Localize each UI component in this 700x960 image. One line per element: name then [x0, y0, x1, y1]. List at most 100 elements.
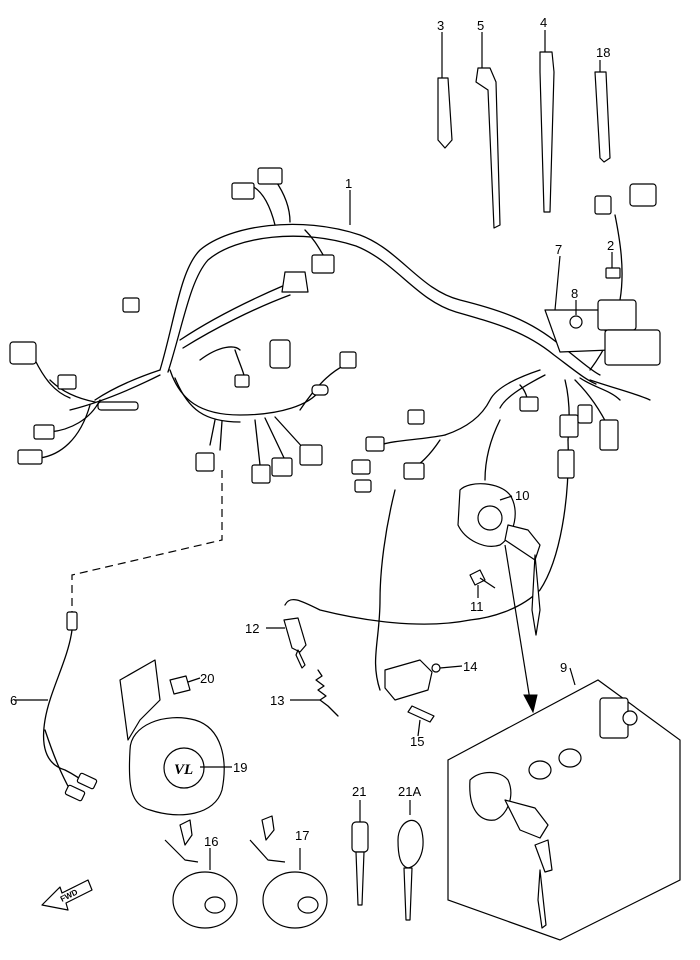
spring-13 [315, 669, 339, 717]
callout-4: 4 [540, 15, 547, 30]
connector [629, 183, 657, 207]
connector [257, 167, 283, 185]
key-21 [351, 821, 369, 906]
key-blade [403, 867, 413, 921]
switch-body [384, 659, 433, 701]
key-21a [397, 819, 424, 921]
callout-14: 14 [463, 659, 477, 674]
connector [311, 384, 329, 396]
connector [354, 479, 372, 493]
connector [17, 449, 43, 465]
callout-13: 13 [270, 693, 284, 708]
callout-8: 8 [571, 286, 578, 301]
connector [33, 424, 55, 440]
connector [66, 611, 78, 631]
wire-sleeve [97, 401, 139, 411]
horn-center [163, 747, 205, 789]
wiring-harness [34, 179, 651, 691]
callout-7: 7 [555, 242, 562, 257]
clamp-3 [437, 77, 453, 149]
tie-4 [539, 51, 555, 213]
fuse-box-assembly [544, 267, 661, 366]
callout-leaders [14, 30, 613, 870]
callout-12: 12 [245, 621, 259, 636]
fuse-box-body [604, 329, 661, 366]
horn-16-body [172, 871, 238, 929]
key [534, 839, 553, 873]
key-head [397, 819, 424, 869]
horn-bracket [119, 659, 161, 741]
connector [407, 409, 425, 425]
key-blade [355, 851, 365, 906]
screw-11 [469, 569, 496, 589]
horn-logo: VL [174, 762, 193, 778]
leader-line [71, 470, 223, 612]
key-head [351, 821, 369, 853]
clamps-and-ties [437, 51, 611, 229]
key-blade [537, 869, 547, 929]
callout-9: 9 [560, 660, 567, 675]
rubber-boot [281, 271, 309, 293]
connector [557, 449, 575, 479]
callout-20: 20 [200, 671, 214, 686]
connector [559, 414, 579, 438]
connector [271, 457, 293, 477]
callout-2: 2 [607, 238, 614, 253]
horn-17-body [262, 871, 328, 929]
ignition-lock [469, 771, 512, 821]
clamp-18 [594, 71, 611, 163]
tie-5 [475, 67, 501, 229]
connector [64, 784, 86, 802]
connector [57, 374, 77, 390]
connector [231, 182, 255, 200]
callout-18: 18 [596, 45, 610, 60]
harness-connectors [9, 167, 657, 493]
ignition-cylinder [477, 505, 503, 531]
callout-1: 1 [345, 176, 352, 191]
callout-17: 17 [295, 828, 309, 843]
connector [311, 254, 335, 274]
lock-set-frame [447, 679, 681, 941]
connector [339, 351, 357, 369]
horn-17 [249, 815, 328, 929]
connector [351, 459, 371, 475]
bolt-20 [169, 675, 191, 695]
horn-19: VL [119, 659, 225, 816]
screw-15 [407, 705, 435, 723]
connector [269, 339, 291, 369]
connector [299, 444, 323, 466]
horn-mount [261, 815, 275, 841]
forward-direction-arrow: FWD [41, 879, 93, 911]
callout-21a: 21A [398, 784, 421, 799]
callout-16: 16 [204, 834, 218, 849]
screw-8 [569, 315, 583, 329]
connector [76, 772, 98, 790]
connector [251, 464, 271, 484]
connector [234, 374, 250, 388]
switch-14 [384, 659, 441, 701]
fuse [605, 267, 621, 279]
connector [365, 436, 385, 452]
callout-5: 5 [477, 18, 484, 33]
relay [9, 341, 37, 365]
callout-15: 15 [410, 734, 424, 749]
key-blade [531, 554, 541, 636]
callout-3: 3 [437, 18, 444, 33]
arrowhead [523, 694, 538, 714]
callout-21: 21 [352, 784, 366, 799]
lock-cylinder [528, 760, 552, 780]
horn-mount [179, 819, 193, 846]
callout-11: 11 [470, 599, 484, 614]
horn-16 [164, 819, 238, 929]
switch-body [283, 617, 307, 653]
lock-cylinder [558, 748, 582, 768]
brake-switch-12 [283, 617, 307, 669]
connector [403, 462, 425, 480]
connector [519, 396, 539, 412]
fwd-arrow-icon [41, 879, 93, 911]
key [504, 799, 549, 839]
connector [594, 195, 612, 215]
connector [599, 419, 619, 451]
